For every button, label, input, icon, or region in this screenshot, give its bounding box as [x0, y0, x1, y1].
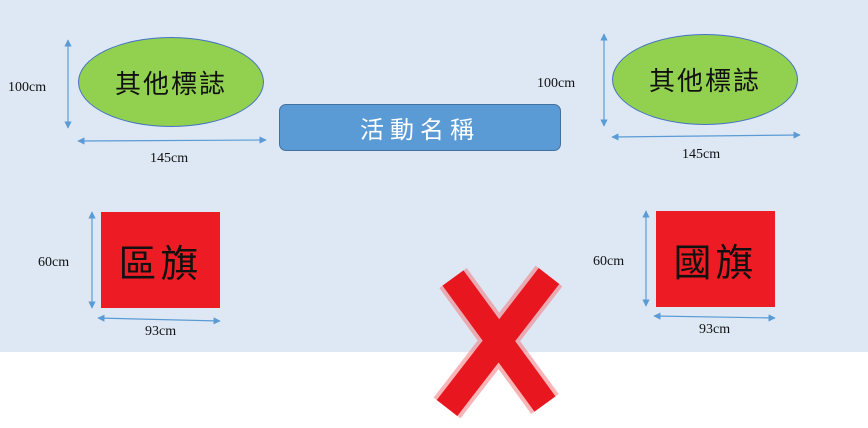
- right-logo-height-label: 100cm: [537, 76, 576, 91]
- right-flag-width-line: [653, 312, 776, 322]
- left-flag-width-label: 93cm: [145, 324, 177, 339]
- left-flag: 區旗: [101, 212, 220, 308]
- left-logo-height-label: 100cm: [8, 80, 47, 95]
- left-flag-height-label: 60cm: [38, 255, 70, 270]
- left-logo-ellipse: 其他標誌: [78, 37, 264, 127]
- right-logo-label: 其他標誌: [648, 67, 761, 97]
- right-flag-label: 國旗: [673, 240, 758, 285]
- right-logo-width-line: [611, 131, 801, 141]
- right-logo-ellipse: 其他標誌: [612, 34, 798, 125]
- right-flag-width-label: 93cm: [699, 322, 731, 337]
- right-logo-width-label: 145cm: [682, 147, 721, 162]
- left-flag-width-line: [97, 314, 221, 325]
- left-logo-label: 其他標誌: [114, 69, 227, 100]
- right-flag-height-label: 60cm: [593, 254, 625, 269]
- event-name-label: 活動名稱: [360, 116, 480, 144]
- left-flag-label: 區旗: [118, 241, 203, 286]
- event-name-bar: 活動名稱: [279, 104, 561, 151]
- cross-mark-icon: [433, 265, 563, 419]
- left-logo-width-label: 145cm: [150, 151, 189, 166]
- left-logo-width-line: [77, 136, 267, 145]
- right-flag: 國旗: [656, 211, 775, 307]
